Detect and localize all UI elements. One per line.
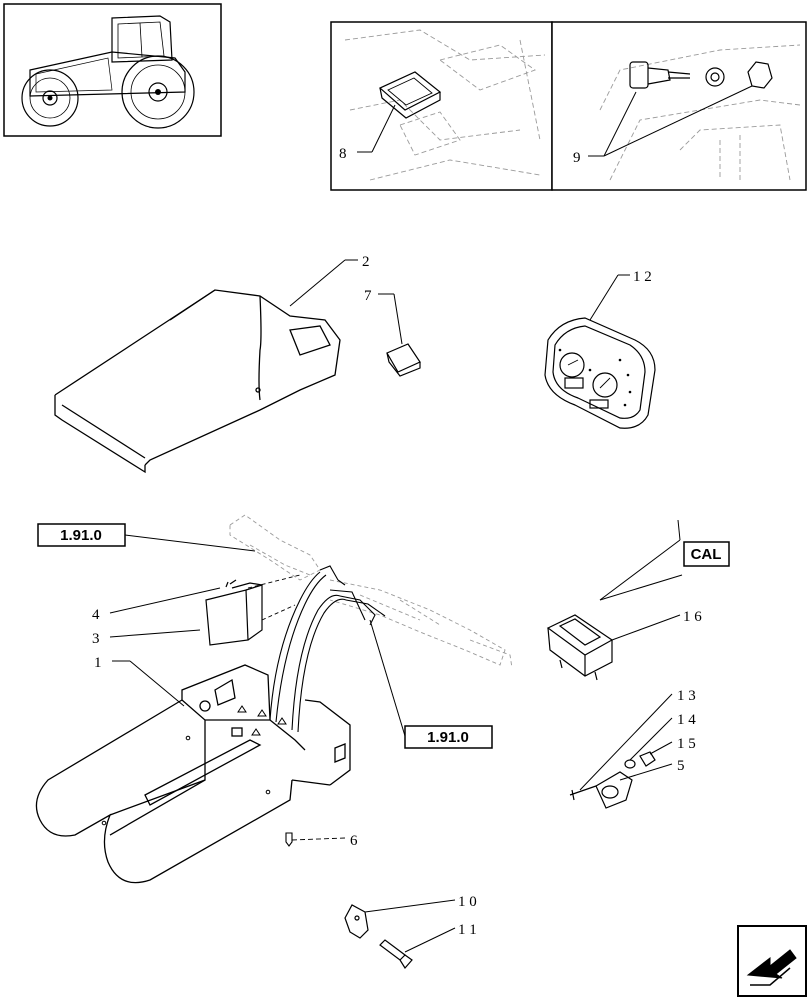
part-label-6: 6 — [350, 833, 358, 849]
part-label-15: 1 5 — [677, 736, 696, 752]
reference-tag-lower: 1.91.0 — [404, 725, 493, 749]
svg-text:1.91.0: 1.91.0 — [427, 729, 469, 746]
part-label-1: 1 — [94, 655, 102, 671]
part-label-10: 1 0 — [458, 894, 477, 910]
part-label-3: 3 — [92, 631, 100, 647]
arrow-next-page-icon[interactable] — [737, 925, 807, 997]
reference-tag-upper: 1.91.0 — [37, 523, 126, 547]
socket-assembly-5 — [569, 751, 656, 809]
bolt-11 — [379, 939, 413, 970]
rocker-switch-16 — [546, 614, 614, 681]
part-label-9: 9 — [573, 150, 581, 166]
bracket-10 — [344, 904, 369, 939]
part-label-5: 5 — [677, 758, 685, 774]
svg-text:1.91.0: 1.91.0 — [60, 527, 102, 544]
part-label-8: 8 — [339, 146, 347, 162]
cluster-dots — [558, 348, 632, 407]
cal-tag: CAL — [683, 541, 730, 567]
part-label-16: 1 6 — [683, 609, 702, 625]
inset-views: 8 9 — [330, 21, 807, 191]
console-support-1 — [35, 664, 351, 884]
bracket-3 — [205, 579, 263, 646]
switch-housing-8 — [378, 71, 442, 119]
steering-column-ghost — [229, 514, 513, 669]
instrument-cluster-12 — [544, 317, 656, 429]
part-label-2: 2 — [362, 254, 370, 270]
part-label-12: 1 2 — [633, 269, 652, 285]
part-label-14: 1 4 — [677, 712, 696, 728]
screw-6 — [285, 832, 293, 847]
svg-text:CAL: CAL — [691, 546, 722, 563]
part-label-13: 1 3 — [677, 688, 696, 704]
part-label-11: 1 1 — [458, 922, 477, 938]
wire-harness — [269, 565, 386, 733]
console-connectors — [101, 705, 287, 826]
tractor-thumbnail — [3, 3, 222, 137]
part-label-7: 7 — [364, 288, 372, 304]
cap-7 — [386, 343, 421, 377]
dashboard-cover-2 — [54, 289, 341, 474]
part-label-4: 4 — [92, 607, 100, 623]
